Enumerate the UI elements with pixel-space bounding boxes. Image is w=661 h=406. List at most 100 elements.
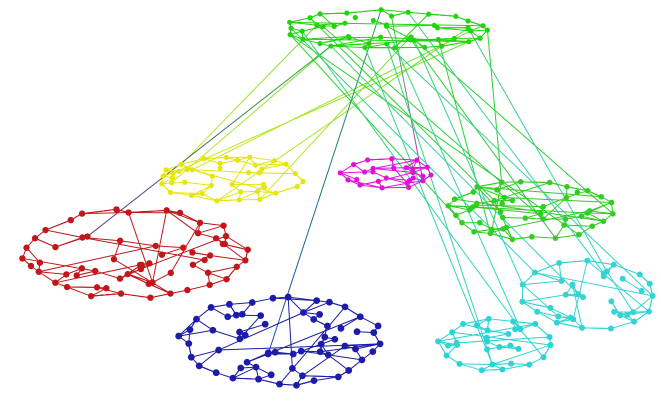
bridge-edge (173, 42, 469, 173)
node (28, 263, 34, 269)
node (163, 207, 169, 213)
node (611, 262, 617, 268)
node (564, 184, 570, 190)
node (210, 174, 215, 179)
node (547, 180, 553, 186)
edge (167, 210, 200, 222)
edge (537, 312, 557, 323)
node (392, 45, 397, 50)
cluster-cyan-small (435, 316, 553, 373)
node (111, 256, 117, 262)
node (276, 381, 283, 388)
node (168, 270, 174, 276)
node (378, 35, 383, 40)
edge (121, 294, 150, 298)
node (193, 316, 200, 323)
node (474, 322, 480, 328)
node (234, 264, 240, 270)
node (519, 299, 525, 305)
node (290, 351, 297, 358)
edge (429, 14, 456, 16)
node (439, 44, 444, 49)
node (575, 189, 581, 195)
cluster-blue-nodes (175, 294, 383, 389)
node (357, 313, 364, 320)
node (113, 206, 119, 212)
node (236, 335, 243, 342)
node (237, 197, 242, 202)
node (414, 158, 419, 163)
node (508, 361, 514, 367)
node (384, 24, 389, 29)
node (168, 190, 173, 195)
node (449, 329, 455, 335)
node (289, 26, 294, 31)
node (331, 336, 338, 343)
cluster-red-nodes (19, 206, 251, 301)
node (187, 326, 194, 333)
node (239, 311, 246, 318)
edge (392, 159, 417, 160)
edge (476, 205, 543, 206)
node (268, 371, 275, 378)
bridge-edge (192, 31, 471, 170)
node (518, 179, 524, 185)
cluster-yellow (159, 155, 305, 204)
node (379, 7, 384, 12)
edge (302, 27, 323, 32)
node (137, 262, 143, 268)
node (529, 234, 535, 240)
node (609, 200, 615, 206)
node (190, 262, 196, 268)
node (224, 313, 231, 320)
node (255, 376, 262, 383)
node (435, 338, 441, 344)
node (647, 281, 653, 287)
node (589, 223, 595, 229)
node (285, 294, 292, 301)
node (246, 170, 251, 175)
node (185, 340, 192, 347)
node (526, 362, 532, 368)
edge (582, 328, 611, 329)
node (422, 45, 427, 50)
edge (543, 198, 566, 219)
node (153, 243, 159, 249)
edge (457, 337, 550, 343)
node (553, 235, 559, 241)
node (207, 252, 213, 258)
node (540, 204, 546, 210)
edge (46, 230, 83, 237)
node (362, 45, 367, 50)
node (579, 213, 585, 219)
node (344, 10, 349, 15)
node (145, 281, 151, 287)
node (273, 190, 278, 195)
node (425, 165, 430, 170)
node (532, 270, 538, 276)
node (650, 293, 656, 299)
node (325, 352, 332, 359)
node (366, 41, 371, 46)
node (555, 314, 561, 320)
node (220, 241, 226, 247)
node (630, 309, 636, 315)
cluster-top-nodes (287, 7, 490, 50)
node (484, 335, 490, 341)
node (454, 340, 460, 346)
node (405, 10, 410, 15)
edge (290, 18, 310, 23)
node (608, 326, 614, 332)
node (479, 367, 485, 373)
cluster-green-right (445, 179, 615, 242)
edge (459, 364, 481, 370)
node (300, 179, 305, 184)
node (541, 354, 547, 360)
node (453, 213, 459, 219)
node (326, 299, 333, 306)
node (164, 167, 169, 172)
node (471, 229, 477, 235)
node (354, 328, 361, 335)
node (499, 201, 505, 207)
edge (482, 369, 503, 370)
